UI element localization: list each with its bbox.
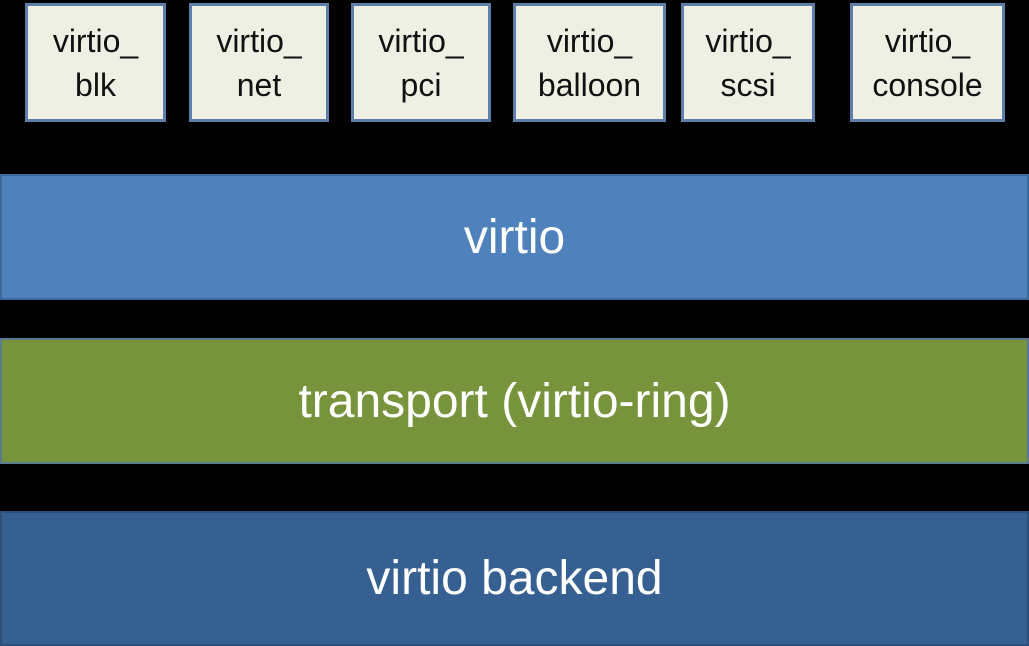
driver-label-prefix: virtio_ (378, 22, 464, 59)
driver-box-pci: virtio_ pci (351, 3, 491, 122)
backend-layer: virtio backend (0, 511, 1029, 646)
driver-label-prefix: virtio_ (52, 22, 139, 59)
driver-label-name: blk (75, 66, 116, 103)
driver-label-prefix: virtio_ (884, 22, 971, 59)
driver-box-scsi: virtio_ scsi (681, 3, 815, 122)
driver-label-prefix: virtio_ (216, 22, 302, 59)
driver-box-net: virtio_ net (189, 3, 329, 122)
driver-box-balloon: virtio_ balloon (513, 3, 666, 122)
driver-label-prefix: virtio_ (705, 22, 791, 59)
driver-label-name: console (872, 66, 983, 103)
backend-layer-label: virtio backend (366, 552, 663, 605)
driver-label-name: net (236, 66, 282, 103)
transport-layer-label: transport (virtio-ring) (298, 374, 731, 428)
driver-label-name: scsi (720, 66, 776, 103)
driver-box-blk: virtio_ blk (25, 3, 166, 122)
driver-label-name: pci (400, 66, 442, 103)
driver-label-prefix: virtio_ (546, 22, 633, 59)
virtio-layer: virtio (0, 174, 1029, 300)
transport-layer: transport (virtio-ring) (0, 338, 1029, 464)
driver-box-console: virtio_ console (850, 3, 1005, 122)
virtio-layer-label: virtio (463, 210, 566, 264)
driver-label-name: balloon (537, 66, 642, 103)
